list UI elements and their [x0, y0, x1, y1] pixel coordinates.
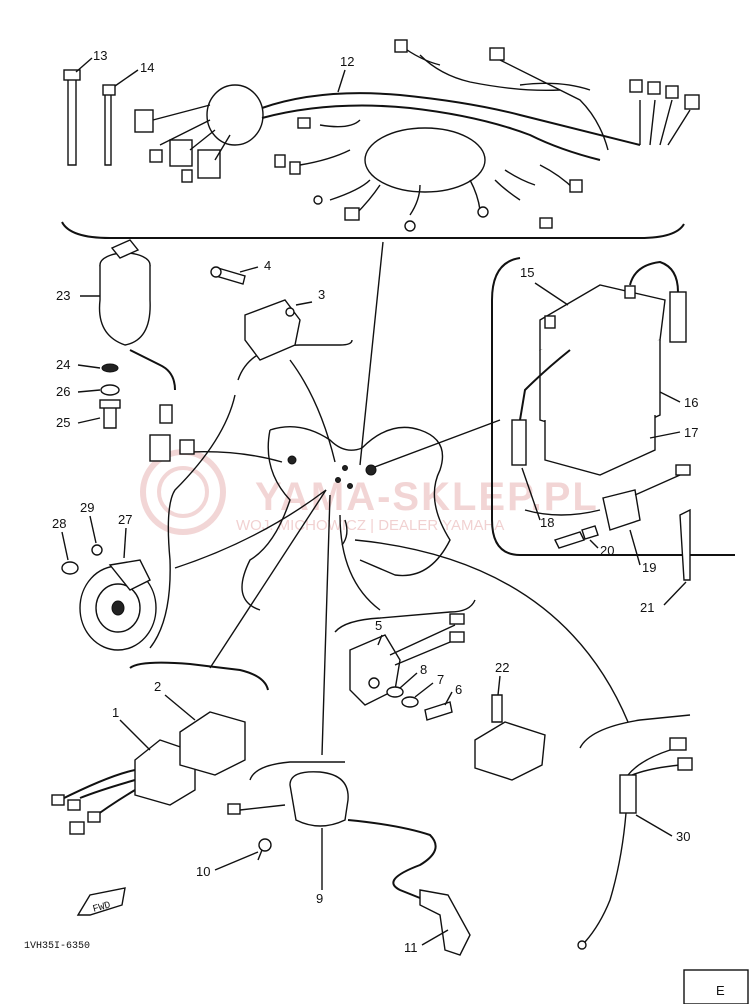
- sensor-lead: [577, 737, 693, 950]
- callout-26: 26: [56, 384, 70, 399]
- callout-25: 25: [56, 415, 70, 430]
- callout-15: 15: [520, 265, 534, 280]
- callout-3: 3: [318, 287, 325, 302]
- callout-7: 7: [437, 672, 444, 687]
- callout-30: 30: [676, 829, 690, 844]
- cable-ties: [63, 69, 116, 166]
- control-unit: [474, 694, 546, 781]
- battery: [511, 260, 687, 476]
- callout-20: 20: [600, 543, 614, 558]
- wire-harness: [134, 39, 700, 232]
- callout-2: 2: [154, 679, 161, 694]
- callout-17: 17: [684, 425, 698, 440]
- ignition-coil: [227, 771, 471, 956]
- callout-23: 23: [56, 288, 70, 303]
- switch-hardware: [99, 363, 121, 429]
- callout-21: 21: [640, 600, 654, 615]
- callout-14: 14: [140, 60, 154, 75]
- callout-13: 13: [93, 48, 107, 63]
- callout-29: 29: [80, 500, 94, 515]
- fuse-holder: [524, 464, 691, 581]
- callout-8: 8: [420, 662, 427, 677]
- corner-letter: E: [716, 983, 725, 998]
- drawing-code: 1VH35I-6350: [24, 941, 90, 952]
- leader-lines: [174, 241, 629, 756]
- callout-18: 18: [540, 515, 554, 530]
- part-callouts: 1 2 3 4 5 6 7 8 9 10 11 12 13 14 15 16 1…: [52, 48, 698, 955]
- watermark-subtitle: WOJ. MICHOWICZ | DEALER YAMAHA: [236, 517, 504, 534]
- main-switch: [98, 239, 195, 462]
- callout-22: 22: [495, 660, 509, 675]
- callout-4: 4: [264, 258, 271, 273]
- frame-sketch: [241, 425, 451, 611]
- callout-24: 24: [56, 357, 70, 372]
- callout-16: 16: [684, 395, 698, 410]
- callout-12: 12: [340, 54, 354, 69]
- relay-unit: [349, 613, 465, 721]
- callout-5: 5: [375, 618, 382, 633]
- forward-arrow: FWD: [76, 887, 126, 916]
- horn: [61, 544, 157, 651]
- callout-27: 27: [118, 512, 132, 527]
- group-brackets: [61, 221, 735, 781]
- callout-19: 19: [642, 560, 656, 575]
- callout-28: 28: [52, 516, 66, 531]
- callout-11: 11: [404, 940, 418, 955]
- watermark-title: YAMA-SKLEP.PL: [255, 475, 599, 519]
- corner-box: [683, 969, 749, 1004]
- callout-6: 6: [455, 682, 462, 697]
- cdi-unit: [51, 711, 246, 835]
- callout-9: 9: [316, 891, 323, 906]
- callout-10: 10: [196, 864, 210, 879]
- callout-1: 1: [112, 705, 119, 720]
- direction-label: FWD: [92, 900, 112, 915]
- regulator-parts: [210, 266, 301, 361]
